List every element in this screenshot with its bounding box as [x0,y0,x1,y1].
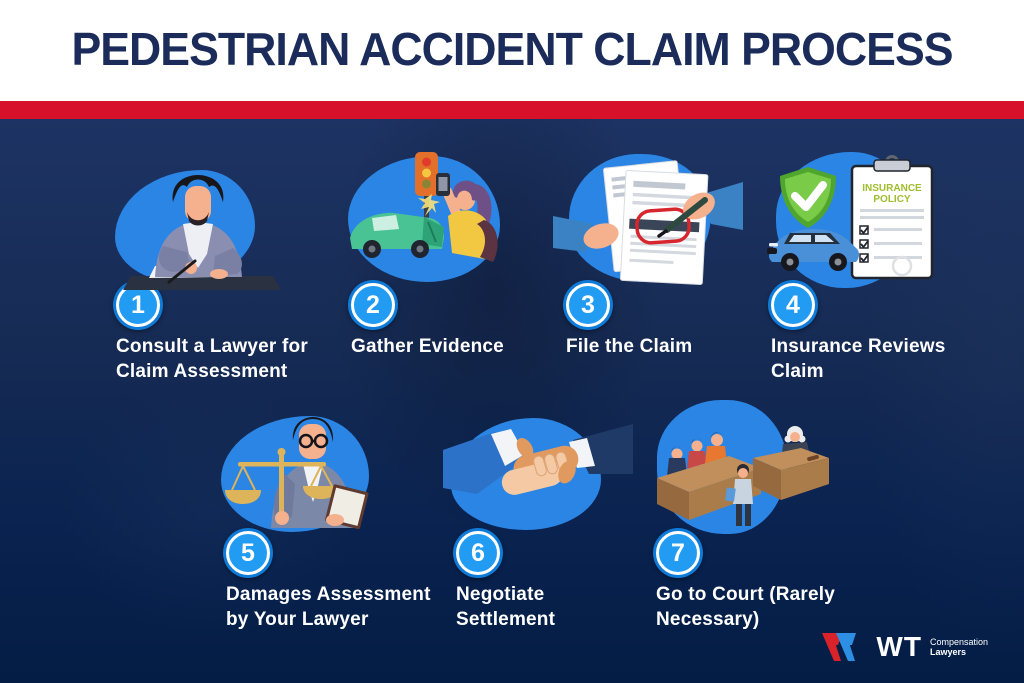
step-label-line: Settlement [456,609,556,630]
handshake-icon [443,424,633,495]
step-label: Damages Assessment by Your Lawyer [226,582,431,632]
lawyer-writing-icon [123,175,281,290]
step-7-art [643,398,833,534]
step-number: 1 [131,290,145,319]
step-number: 3 [581,290,595,319]
wt-logo-mark-icon [822,633,857,661]
step-number: 6 [471,538,485,567]
step-5: 5 Damages Assessment by Your Lawyer [213,398,431,632]
step-label: Insurance Reviews Claim [771,334,976,384]
step-number: 2 [366,290,380,319]
step-label-line: Claim [771,361,824,382]
step-number-inner: 5 [226,531,270,575]
step-number-inner: 1 [116,283,160,327]
step-2-art [338,150,528,282]
step-number: 7 [671,538,685,567]
step-3-art [553,150,743,285]
step-label-line: Claim Assessment [116,361,288,382]
step-label: Negotiate Settlement [456,582,661,632]
step-number-inner: 3 [566,283,610,327]
step-6-art [443,398,633,530]
step-label: Go to Court (Rarely Necessary) [656,582,861,632]
red-divider [0,101,1024,119]
step-1-art [103,150,293,290]
step-4-art: INSURANCE POLICY [758,150,948,288]
step-number: 4 [786,290,800,319]
step-label-line: by Your Lawyer [226,609,369,630]
shield-car-policy-icon: INSURANCE POLICY [767,155,934,280]
step-4: INSURANCE POLICY [758,150,976,384]
step-number-inner: 2 [351,283,395,327]
step-label-line: Negotiate [456,584,545,605]
step-number-badge: 6 [453,528,503,578]
claim-documents-icon [553,160,743,285]
header: PEDESTRIAN ACCIDENT CLAIM PROCESS [0,0,1024,101]
step-label-line: Gather Evidence [351,336,504,357]
logo-tagline-line: Compensation [929,637,988,647]
step-label-line: Go to Court (Rarely [656,584,836,605]
step-label-line: Consult a Lawyer for [116,336,308,357]
step-label-line: Insurance Reviews [771,336,946,357]
step-number-badge: 4 [768,280,818,330]
step-number-badge: 2 [348,280,398,330]
page-title: PEDESTRIAN ACCIDENT CLAIM PROCESS [71,23,953,75]
policy-title-line: INSURANCE [862,183,922,194]
logo-text: WT [876,631,922,662]
logo-tagline: Compensation Lawyers [930,637,988,657]
step-label-line: Damages Assessment [226,584,431,605]
step-number-inner: 7 [656,531,700,575]
step-number-badge: 7 [653,528,703,578]
logo: WT Compensation Lawyers [822,631,988,663]
step-number: 5 [241,538,255,567]
step-number-inner: 6 [456,531,500,575]
policy-title-line: POLICY [873,194,911,205]
lawyer-scales-icon [225,417,369,530]
step-label: Gather Evidence [351,334,556,359]
photographing-accident-icon [350,152,498,262]
courtroom-icon [657,426,829,526]
step-label-line: File the Claim [566,336,693,357]
step-label: Consult a Lawyer for Claim Assessment [116,334,321,384]
step-1: 1 Consult a Lawyer for Claim Assessment [103,150,321,384]
step-number-badge: 5 [223,528,273,578]
step-number-inner: 4 [771,283,815,327]
step-label-line: Necessary) [656,609,760,630]
step-7: 7 Go to Court (Rarely Necessary) [643,398,861,632]
step-2: 2 Gather Evidence [338,150,556,359]
step-number-badge: 3 [563,280,613,330]
step-5-art [213,398,403,532]
step-label: File the Claim [566,334,771,359]
step-3: 3 File the Claim [553,150,771,359]
logo-tagline-line: Lawyers [929,647,966,657]
step-6: 6 Negotiate Settlement [443,398,661,632]
